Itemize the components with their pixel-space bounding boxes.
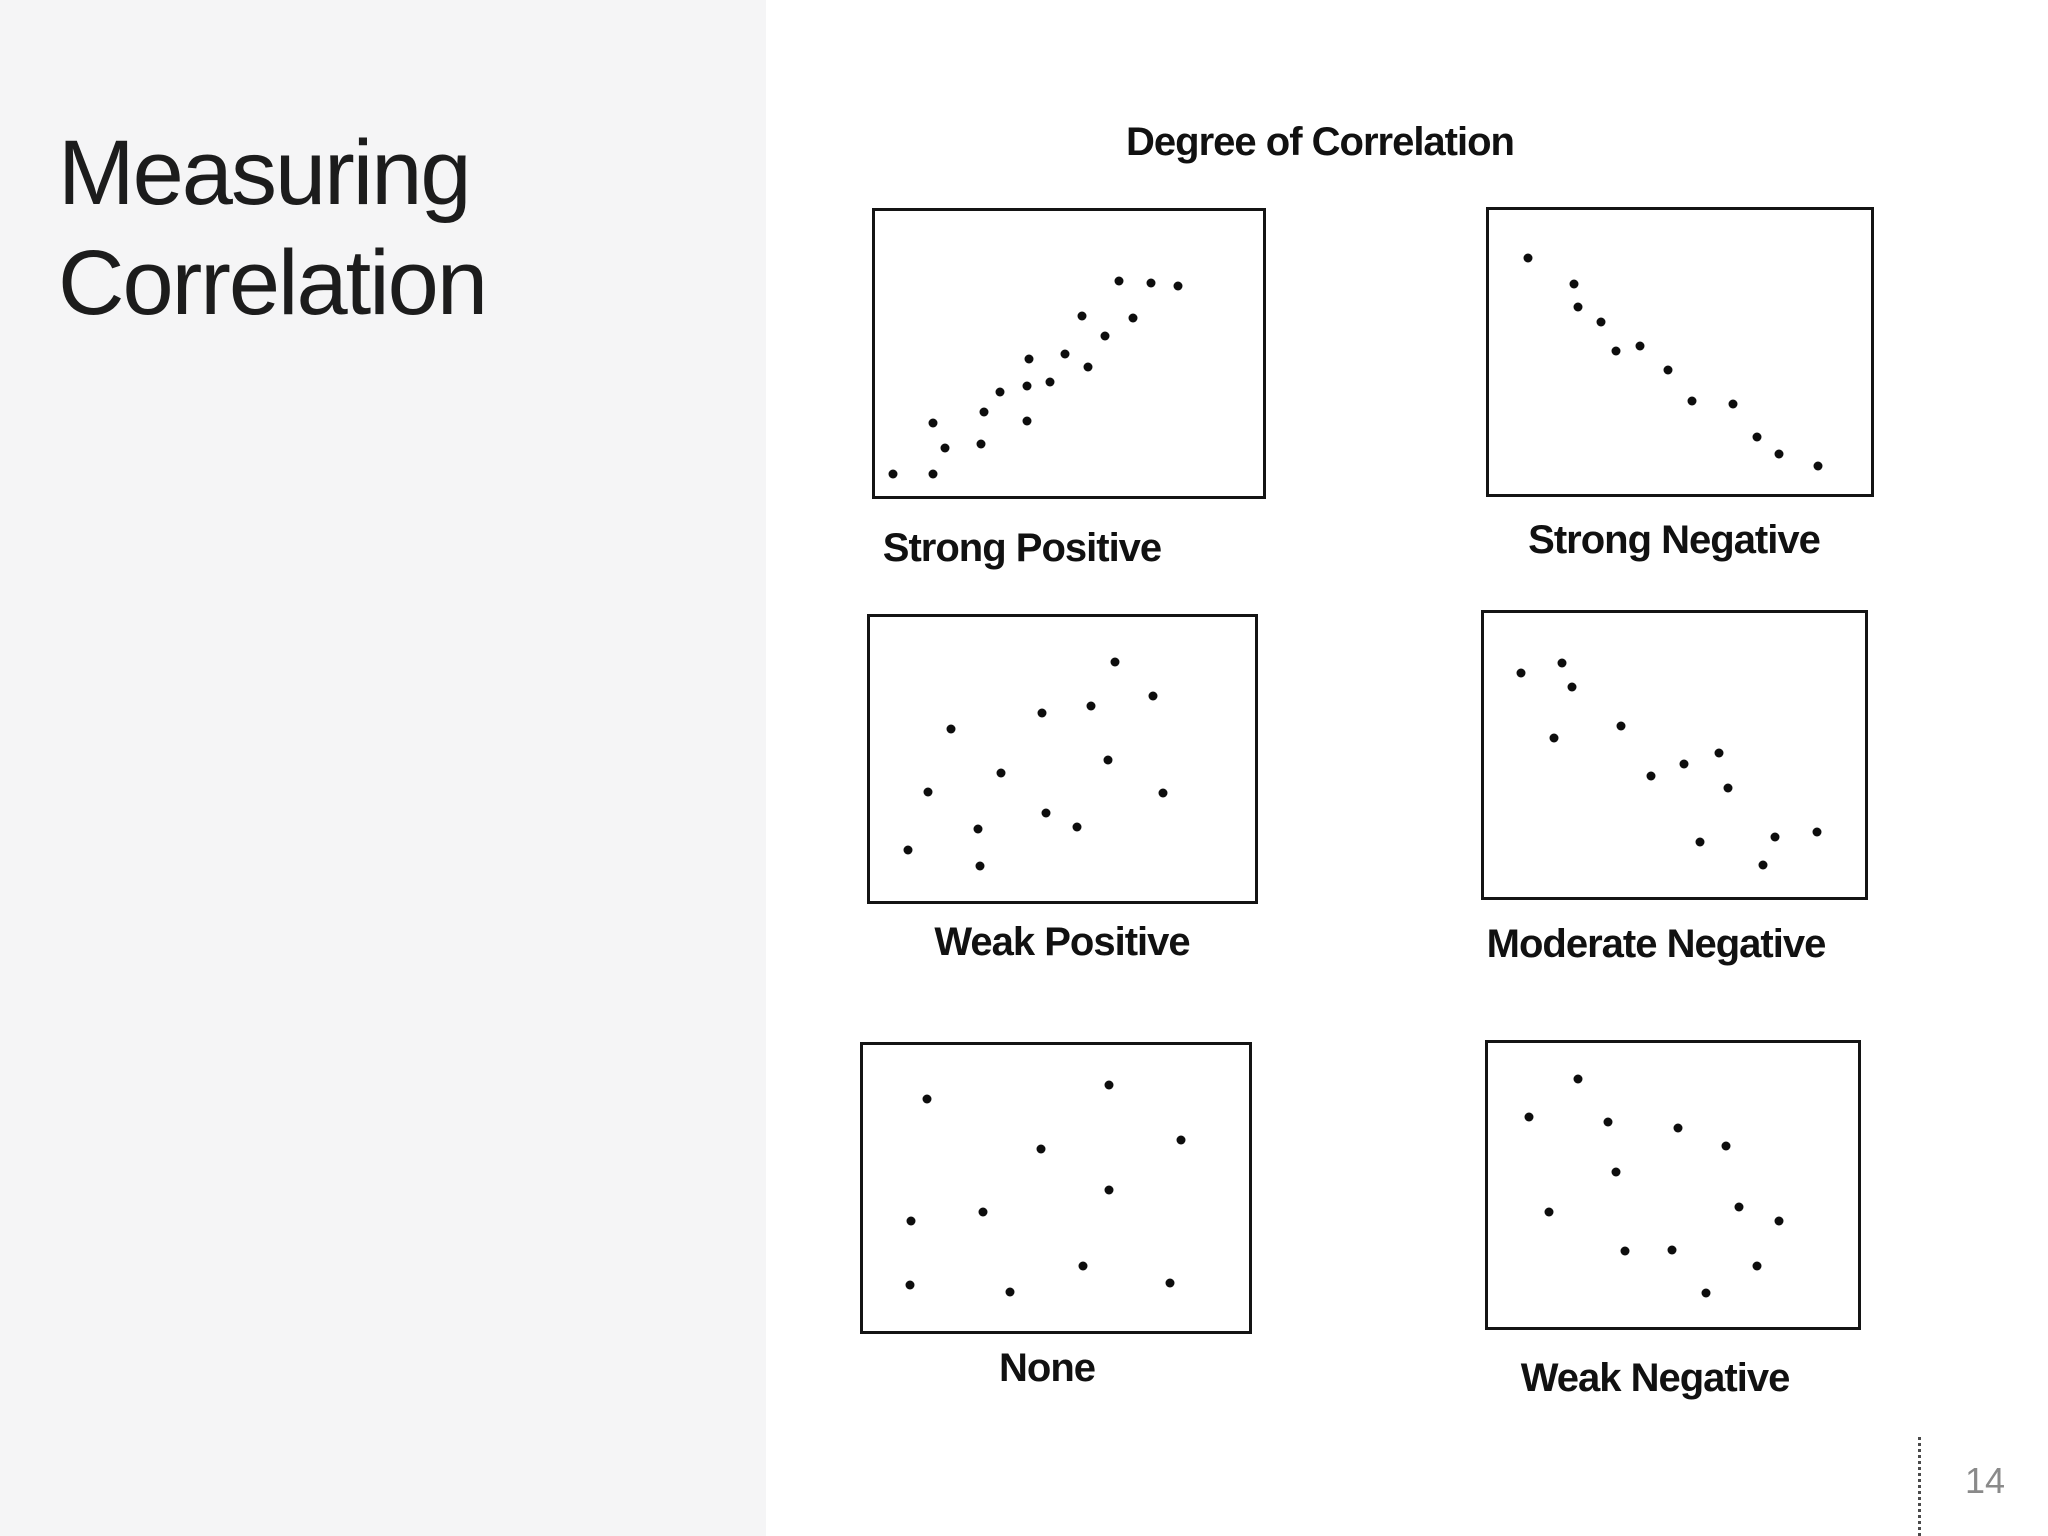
scatter-point [1083, 362, 1093, 372]
scatter-point [1524, 1112, 1534, 1122]
scatter-point [1100, 331, 1110, 341]
plot-label-weak-positive: Weak Positive [934, 920, 1190, 964]
scatter-point [1695, 837, 1705, 847]
scatter-point [996, 768, 1006, 778]
plot-label-strong-negative: Strong Negative [1528, 518, 1821, 562]
scatter-point [1523, 253, 1533, 263]
scatter-point [928, 418, 938, 428]
scatter-point [1635, 341, 1645, 351]
scatter-point [1573, 302, 1583, 312]
scatter-point [976, 439, 986, 449]
scatter-point [1060, 349, 1070, 359]
scatter-point [1165, 1278, 1175, 1288]
scatter-point [1774, 449, 1784, 459]
scatter-point [1679, 759, 1689, 769]
scatter-point [1176, 1135, 1186, 1145]
scatter-point [1603, 1117, 1613, 1127]
scatter-point [1173, 281, 1183, 291]
scatter-point [1077, 311, 1087, 321]
scatter-point [946, 724, 956, 734]
scatter-point [1024, 354, 1034, 364]
scatter-plot-moderate-negative [1481, 610, 1868, 900]
scatter-point [1567, 682, 1577, 692]
scatter-point [905, 1280, 915, 1290]
scatter-point [975, 861, 985, 871]
scatter-point [1128, 313, 1138, 323]
scatter-point [1022, 381, 1032, 391]
scatter-point [1596, 317, 1606, 327]
slide-title: Measuring Correlation [58, 122, 488, 334]
scatter-point [1005, 1287, 1015, 1297]
scatter-point [1103, 755, 1113, 765]
scatter-point [1611, 346, 1621, 356]
scatter-point [1022, 416, 1032, 426]
scatter-point [1812, 827, 1822, 837]
scatter-point [1723, 783, 1733, 793]
scatter-point [1037, 708, 1047, 718]
scatter-point [906, 1216, 916, 1226]
scatter-point [1714, 748, 1724, 758]
dotted-separator [1918, 1437, 1921, 1536]
scatter-point [1078, 1261, 1088, 1271]
scatter-point [1114, 276, 1124, 286]
plot-label-weak-negative: Weak Negative [1520, 1356, 1791, 1400]
scatter-point [1721, 1141, 1731, 1151]
scatter-point [940, 443, 950, 453]
scatter-point [973, 824, 983, 834]
scatter-point [1774, 1216, 1784, 1226]
scatter-point [979, 407, 989, 417]
scatter-point [1673, 1123, 1683, 1133]
scatter-point [1041, 808, 1051, 818]
scatter-point [923, 787, 933, 797]
scatter-point [1036, 1144, 1046, 1154]
scatter-plot-strong-negative [1486, 207, 1874, 497]
scatter-point [995, 387, 1005, 397]
scatter-point [1758, 860, 1767, 870]
scatter-point [1663, 365, 1673, 375]
scatter-point [1045, 377, 1055, 387]
figure-heading: Degree of Correlation [1126, 120, 1515, 164]
scatter-point [1752, 432, 1762, 442]
scatter-point [978, 1207, 988, 1217]
scatter-point [1701, 1288, 1711, 1298]
scatter-point [903, 845, 913, 855]
scatter-point [1770, 832, 1780, 841]
scatter-point [928, 469, 938, 479]
scatter-plot-weak-positive [867, 614, 1258, 904]
plot-label-none: None [999, 1346, 1096, 1390]
scatter-point [1072, 822, 1082, 832]
scatter-point [1616, 721, 1626, 731]
scatter-point [1569, 279, 1579, 289]
scatter-point [1687, 396, 1697, 406]
scatter-point [1667, 1245, 1677, 1255]
scatter-plot-none [860, 1042, 1252, 1334]
scatter-point [1557, 658, 1567, 668]
plot-label-strong-positive: Strong Positive [882, 526, 1162, 570]
scatter-plot-weak-negative [1485, 1040, 1861, 1330]
scatter-point [1104, 1080, 1114, 1090]
scatter-point [1148, 691, 1158, 701]
scatter-point [1646, 771, 1656, 781]
scatter-point [1086, 701, 1096, 711]
scatter-point [1146, 278, 1156, 288]
scatter-point [888, 469, 898, 479]
scatter-point [1573, 1074, 1583, 1084]
scatter-point [1544, 1207, 1554, 1217]
scatter-point [1158, 788, 1168, 798]
scatter-point [922, 1094, 932, 1104]
scatter-point [1728, 399, 1738, 409]
scatter-plot-strong-positive [872, 208, 1266, 499]
scatter-point [1516, 668, 1526, 678]
scatter-point [1620, 1246, 1630, 1256]
scatter-point [1813, 461, 1823, 471]
scatter-point [1734, 1202, 1744, 1212]
scatter-point [1611, 1167, 1621, 1177]
scatter-point [1549, 733, 1559, 743]
page-number: 14 [1964, 1460, 2006, 1501]
scatter-point [1110, 657, 1120, 667]
scatter-point [1104, 1185, 1114, 1195]
plot-label-moderate-negative: Moderate Negative [1486, 922, 1827, 966]
scatter-point [1752, 1261, 1762, 1271]
title-panel: Measuring Correlation [0, 0, 766, 1536]
